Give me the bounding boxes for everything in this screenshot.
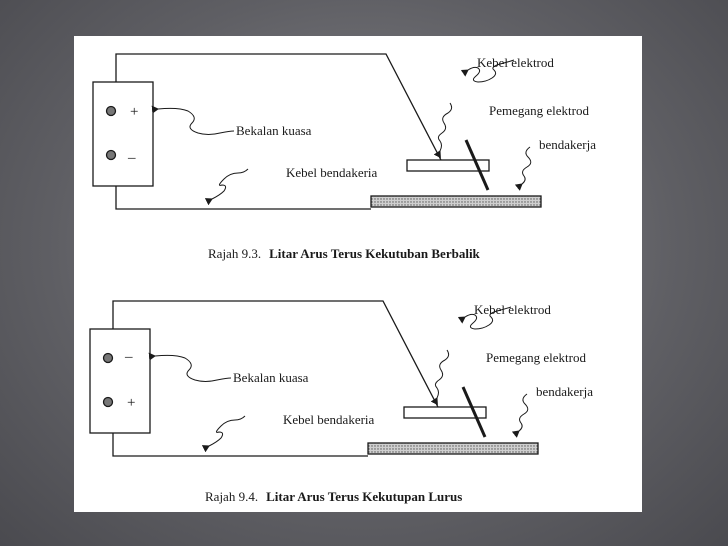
workpiece (370, 195, 542, 208)
electrode-holder (403, 406, 487, 419)
label-electrode-holder: Pemegang elektrod (486, 350, 586, 365)
caption-top: Rajah 9.3. Litar Arus Terus Kekutuban Be… (208, 245, 481, 262)
pointer-workpiece (514, 146, 532, 191)
figure-bottom (89, 300, 539, 457)
pointer-electrode-holder (433, 102, 453, 159)
figure-page: + – Kebel elektrod Pemegang elektrod ben… (74, 36, 642, 512)
pointer-work-cable (201, 415, 246, 453)
work-cable (112, 433, 368, 457)
label-electrode-cable: Kebel elektrod (474, 302, 551, 317)
figure-top (92, 53, 542, 210)
electrode-cable (115, 53, 443, 163)
label-power-supply: Bekalan kuasa (233, 370, 309, 385)
label-work-cable: Kebel bendakeria (283, 412, 375, 427)
electrode-rod (461, 386, 487, 438)
label-electrode-holder: Pemegang elektrod (489, 103, 589, 118)
caption-top-prefix: Rajah 9.3. (208, 246, 261, 261)
terminal-top (102, 352, 114, 364)
terminal-bottom-symbol: + (127, 395, 135, 411)
label-electrode-cable: Kebel elektrod (477, 55, 554, 70)
figure-bottom-text: – + Kebel elektrod Pemegang elektrod ben… (124, 302, 593, 505)
terminal-bottom (102, 396, 114, 408)
terminal-top-symbol: – (124, 349, 133, 365)
label-workpiece: bendakerja (539, 137, 596, 152)
electrode-holder (406, 159, 490, 172)
pointer-power-supply (151, 105, 235, 135)
pointer-work-cable (204, 168, 249, 206)
electrode-rod (464, 139, 490, 191)
power-supply-box (89, 328, 151, 434)
caption-bottom-title: Litar Arus Terus Kekutupan Lurus (266, 489, 462, 504)
electrode-cable (112, 300, 440, 410)
caption-bottom-prefix: Rajah 9.4. (205, 489, 258, 504)
power-supply-box (92, 81, 154, 187)
pointer-electrode-cable (457, 306, 512, 330)
terminal-bottom (105, 149, 117, 161)
caption-bottom: Rajah 9.4. Litar Arus Terus Kekutupan Lu… (205, 488, 462, 505)
work-cable (115, 186, 371, 210)
terminal-top-symbol: + (130, 104, 138, 120)
figure-top-text: + – Kebel elektrod Pemegang elektrod ben… (127, 55, 596, 262)
pointer-workpiece (511, 393, 529, 438)
caption-top-title: Litar Arus Terus Kekutuban Berbalik (269, 246, 480, 261)
label-work-cable: Kebel bendakeria (286, 165, 378, 180)
workpiece (367, 442, 539, 455)
pointer-electrode-cable (460, 59, 515, 83)
label-power-supply: Bekalan kuasa (236, 123, 312, 138)
pointer-power-supply (148, 352, 232, 382)
label-workpiece: bendakerja (536, 384, 593, 399)
terminal-top (105, 105, 117, 117)
terminal-bottom-symbol: – (127, 150, 136, 166)
circuit-diagrams: + – Kebel elektrod Pemegang elektrod ben… (89, 53, 596, 505)
pointer-electrode-holder (430, 349, 450, 406)
